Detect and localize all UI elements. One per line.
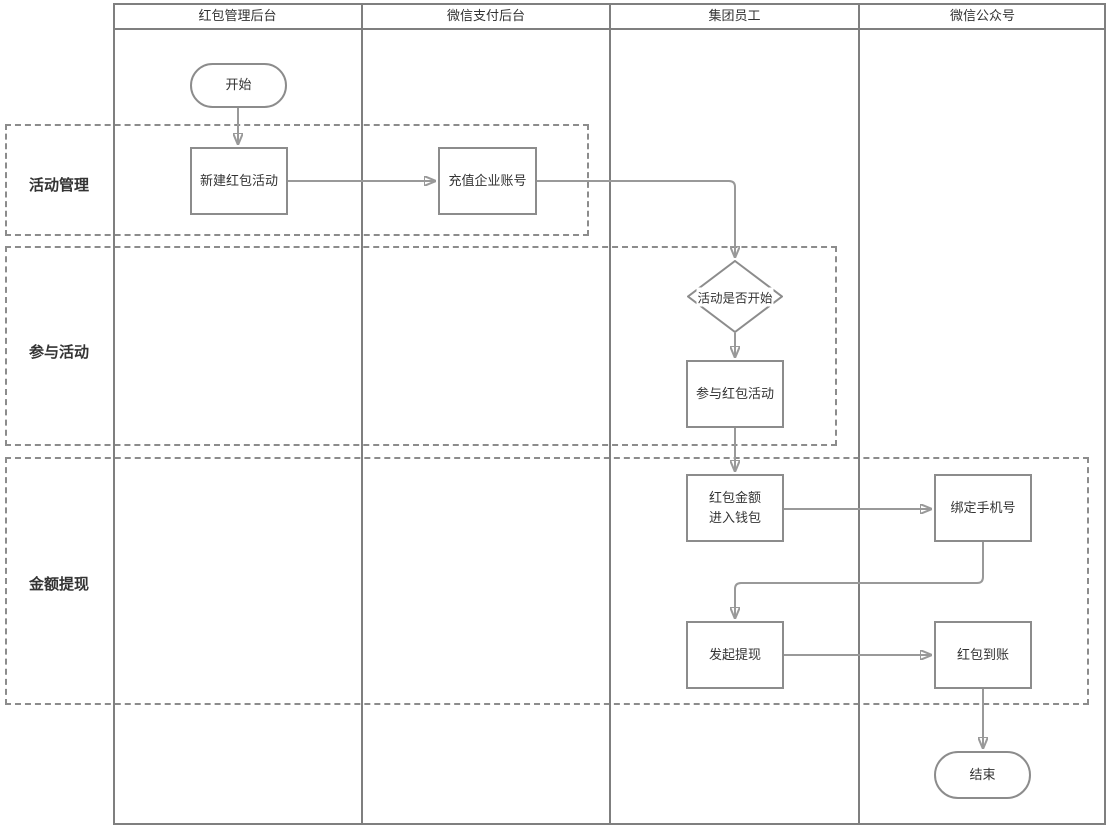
- lane-divider-1: [361, 3, 363, 825]
- node-recharge-account[interactable]: 充值企业账号: [438, 147, 537, 215]
- node-end-label: 结束: [969, 766, 996, 782]
- node-decision-label: 活动是否开始: [696, 287, 774, 306]
- node-start-label: 开始: [225, 77, 252, 93]
- phase-band-withdrawal: [5, 457, 1089, 705]
- edge-bind-to-withdraw: [735, 542, 984, 618]
- node-initiate-withdrawal-label: 发起提现: [708, 646, 761, 662]
- lane-header-group-staff: 集团员工: [708, 8, 761, 23]
- node-create-activity-label: 新建红包活动: [199, 172, 278, 188]
- node-bind-phone[interactable]: 绑定手机号: [934, 474, 1032, 542]
- node-packet-arrival[interactable]: 红包到账: [934, 621, 1032, 689]
- node-packet-arrival-label: 红包到账: [956, 646, 1009, 662]
- node-start[interactable]: 开始: [190, 63, 287, 108]
- node-amount-to-wallet-label: 红包金额 进入钱包: [708, 489, 761, 525]
- lane-header-wechat-official: 微信公众号: [949, 8, 1015, 23]
- phase-label-withdrawal: 金额提现: [28, 576, 89, 593]
- node-join-activity-label: 参与红包活动: [695, 385, 774, 401]
- edge-recharge-to-decision: [537, 180, 735, 257]
- node-join-activity[interactable]: 参与红包活动: [686, 360, 784, 428]
- lane-divider-2: [609, 3, 611, 825]
- node-amount-to-wallet[interactable]: 红包金额 进入钱包: [686, 474, 784, 542]
- lane-divider-3: [858, 3, 860, 825]
- node-initiate-withdrawal[interactable]: 发起提现: [686, 621, 784, 689]
- node-decision-activity-started[interactable]: 活动是否开始: [687, 260, 783, 333]
- phase-label-activity-management: 活动管理: [28, 177, 89, 194]
- lane-header-wechat-pay: 微信支付后台: [446, 8, 525, 23]
- phase-label-join-activity: 参与活动: [28, 344, 89, 361]
- node-recharge-account-label: 充值企业账号: [448, 172, 527, 188]
- phase-band-join-activity: [5, 246, 837, 446]
- node-bind-phone-label: 绑定手机号: [950, 499, 1016, 515]
- node-create-activity[interactable]: 新建红包活动: [190, 147, 288, 215]
- lane-header-redpacket-admin: 红包管理后台: [198, 8, 277, 23]
- node-end[interactable]: 结束: [934, 751, 1031, 799]
